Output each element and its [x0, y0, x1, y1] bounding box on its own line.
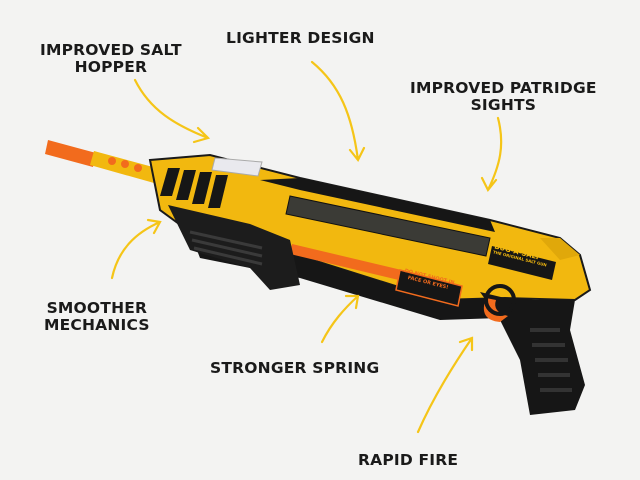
callout-patridge-sights-line-1: IMPROVED PATRIDGE [410, 79, 597, 97]
callout-smoother-mechanics-line-1: SMOOTHER [46, 299, 148, 317]
callout-salt-hopper-line-2: HOPPER [74, 58, 148, 77]
arrow-lighter-design [310, 60, 366, 163]
callout-smoother-mechanics-line-2: MECHANICS [44, 316, 150, 335]
callout-patridge-sights: IMPROVED PATRIDGE SIGHTS [410, 79, 597, 115]
callout-lighter-design: LIGHTER DESIGN [226, 29, 375, 47]
fore-grip [168, 205, 300, 290]
warning-badge [395, 269, 463, 307]
arrow-patridge-sights [480, 116, 503, 193]
brand-badge [488, 246, 556, 280]
callout-salt-hopper: IMPROVED SALT HOPPER [40, 41, 182, 77]
pistol-grip [480, 284, 585, 415]
arrow-smoother-mechanics [110, 218, 162, 280]
callout-patridge-sights-line-2: SIGHTS [470, 96, 537, 115]
callout-smoother-mechanics: SMOOTHER MECHANICS [44, 299, 150, 335]
callout-rapid-fire: RAPID FIRE [358, 451, 459, 469]
arrow-rapid-fire [416, 336, 474, 434]
salt-hopper [211, 157, 263, 177]
muzzle-tip [45, 140, 96, 167]
callout-salt-hopper-line-1: IMPROVED SALT [40, 41, 182, 59]
arrow-stronger-spring [320, 294, 360, 344]
callout-stronger-spring: STRONGER SPRING [210, 359, 380, 377]
arrow-salt-hopper [133, 78, 211, 144]
